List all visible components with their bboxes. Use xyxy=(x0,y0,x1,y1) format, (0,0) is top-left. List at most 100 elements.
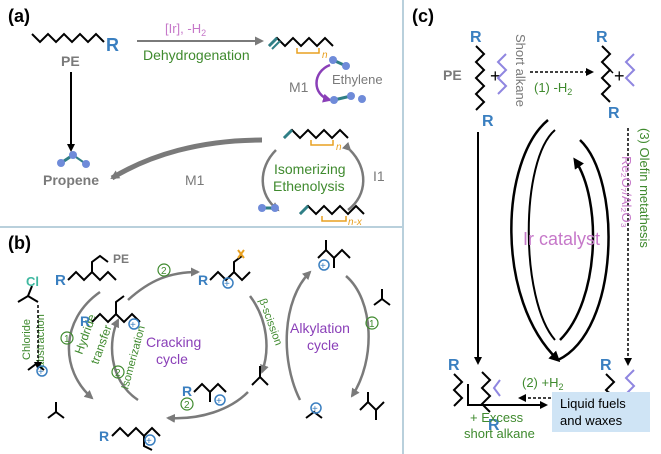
cracking-top-arrow xyxy=(127,267,200,301)
step1-a: 1 xyxy=(64,334,70,345)
olefin-product-b xyxy=(251,375,269,386)
r-bottom-left-2: R xyxy=(488,417,500,434)
chloride-molecule xyxy=(17,294,39,303)
panel-b: (b) R PE Cl Chloride abstraction + Hydri… xyxy=(8,233,391,451)
m1-to-propene-arrow xyxy=(110,137,263,181)
step1-badge-a xyxy=(60,331,74,345)
product-short-c-mid xyxy=(492,379,501,397)
ethylene-atom-2 xyxy=(342,62,350,70)
ir-cycle-right-arc xyxy=(559,157,595,341)
r-bottom-left-1: R xyxy=(448,357,460,374)
dehydrogenation-label: Dehydrogenation xyxy=(143,47,250,63)
carbocation-left xyxy=(27,362,45,371)
cracking-label-line2: cycle xyxy=(156,351,188,367)
ethylene-label: Ethylene xyxy=(332,72,383,87)
bracket-top xyxy=(296,48,320,54)
r-final-b: R xyxy=(99,428,109,444)
carbocation-chain-middle-branch xyxy=(115,295,125,314)
r-middle-b: R xyxy=(80,313,90,329)
olefin-double-bond-c-top xyxy=(604,64,614,74)
pe-label-c: PE xyxy=(443,67,462,83)
short-olefin-c xyxy=(624,53,636,87)
alkylation-right-arc xyxy=(345,275,370,398)
alkylation-top-plus: + xyxy=(320,261,326,272)
alkylation-bottom-right-molecule xyxy=(359,400,385,412)
olefin-double-bond-bottom xyxy=(298,204,310,216)
carbocation-middle-plus: + xyxy=(130,320,136,331)
propene-atom-2 xyxy=(69,151,77,159)
step2-badge-b xyxy=(157,263,171,277)
m1-top-label: M1 xyxy=(289,79,309,95)
beta-scission-label: β-scission xyxy=(256,297,284,347)
ethylene-atom-1 xyxy=(329,56,337,64)
excess-label-line2: short alkane xyxy=(464,426,535,441)
olefin-double-bond-top-2 xyxy=(271,40,281,50)
pe-r-b: R xyxy=(55,272,66,289)
chloride-label-line1: Chloride xyxy=(21,319,33,360)
chloride-bond xyxy=(27,285,33,297)
pe-r-group: R xyxy=(106,35,119,55)
final-chain-b-branch xyxy=(143,436,153,451)
isomerization-arc xyxy=(110,318,139,402)
pe-chain-c xyxy=(474,45,486,111)
pe-chain xyxy=(31,32,105,44)
alkylation-label-line1: Alkylation xyxy=(290,320,350,336)
step2-badge-c xyxy=(180,397,194,411)
scission-charge xyxy=(222,277,234,289)
plus-c-2: + xyxy=(614,66,625,86)
carbocation-left-plus: + xyxy=(38,367,44,378)
r-bottom-right-1: R xyxy=(600,357,612,374)
step1-badge-b xyxy=(365,316,379,330)
step3-label: (3) Olefin metathesis xyxy=(637,128,652,248)
isomerizing-cycle-right-arc xyxy=(341,141,365,211)
alkylation-bottom-charge xyxy=(310,402,322,414)
propene-top-atom-2 xyxy=(347,92,355,100)
r-top-right-2: R xyxy=(608,105,620,122)
propene-atom-3 xyxy=(82,160,90,168)
alkylation-bottom-plus: + xyxy=(312,404,318,415)
excess-label-line1: + Excess xyxy=(470,410,524,425)
carbocation-left-charge xyxy=(36,365,48,377)
propene-top-atom-3 xyxy=(358,95,366,103)
r-bottom-b: R xyxy=(182,383,192,399)
isomerizing-label: Isomerizing xyxy=(274,161,346,177)
alkylation-label-line2: cycle xyxy=(307,337,339,353)
scissors-icon xyxy=(237,249,245,259)
product-box xyxy=(552,392,650,432)
olefin-double-bond-middle xyxy=(282,128,294,140)
step1-label: (1) -H2 xyxy=(534,80,572,97)
scission-chain-branch xyxy=(233,255,243,272)
scission-chain xyxy=(209,270,251,282)
step1-b: 1 xyxy=(369,319,375,330)
olefin-double-bond-top xyxy=(267,36,279,48)
r-top-left-2: R xyxy=(482,113,494,130)
carbocation-bottom-charge xyxy=(214,394,226,406)
pe-label: PE xyxy=(61,53,80,69)
n-subscript-top: n xyxy=(322,50,328,61)
scission-plus: + xyxy=(224,279,230,290)
final-chain-b xyxy=(111,426,161,438)
alkylation-top-charge xyxy=(318,259,330,271)
short-alkane-c xyxy=(496,53,508,95)
panel-a-label: (a) xyxy=(8,6,30,26)
plus-c-1: + xyxy=(490,66,501,86)
step2-label: (2) +H2 xyxy=(522,375,564,392)
r-top-left-1: R xyxy=(470,29,482,46)
final-chain-plus: + xyxy=(146,436,152,447)
m1-bottom-label: M1 xyxy=(185,172,205,188)
panel-a: (a) R PE [Ir], -H2 Dehydrogenation n Eth… xyxy=(8,6,385,228)
step2-b: 2 xyxy=(161,266,167,277)
ir-catalyst-label: Ir catalyst xyxy=(523,229,600,249)
hydride-transfer-arc xyxy=(67,290,101,400)
pe-label-b: PE xyxy=(113,252,129,266)
olefin-chain-middle xyxy=(283,128,349,140)
n-subscript-middle: n xyxy=(336,142,342,153)
excess-path xyxy=(467,384,548,409)
carbocation-middle-charge xyxy=(128,318,140,330)
propene-label: Propene xyxy=(43,172,99,188)
cracking-bottom-arrow xyxy=(166,391,249,423)
step2-a: 2 xyxy=(115,368,121,379)
product-label-line1: Liquid fuels xyxy=(560,396,626,411)
ethylene-bottom-atom-2 xyxy=(271,204,279,212)
